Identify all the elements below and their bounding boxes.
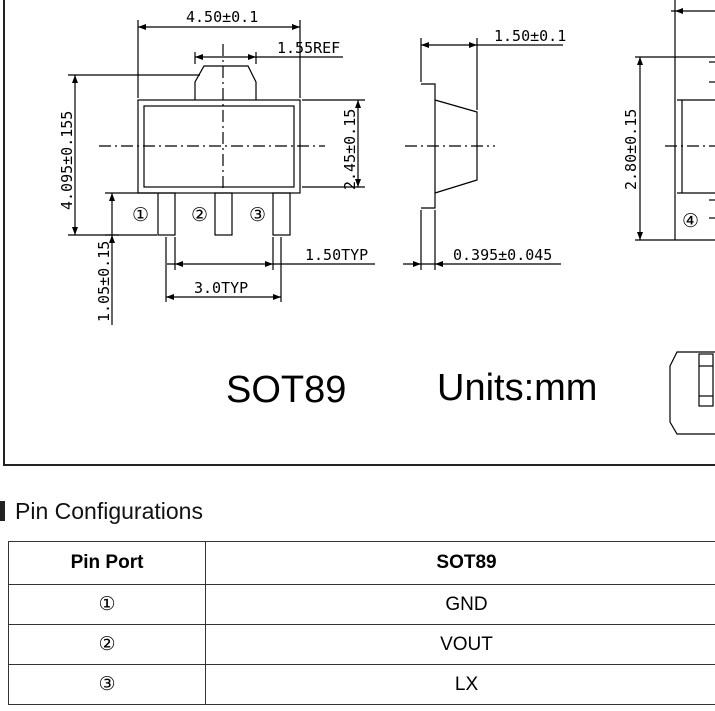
section-bar-marker	[0, 501, 5, 521]
lead-3	[272, 192, 291, 236]
units-label: Units:mm	[437, 367, 597, 409]
pin-configuration-table: Pin Port SOT89 ① GND ② VOUT ③ LX	[8, 541, 715, 705]
package-label: SOT89	[226, 369, 346, 411]
lead-2	[214, 192, 233, 236]
pin-marker-1: ①	[132, 204, 149, 226]
section-heading: Pin Configurations	[0, 496, 203, 526]
dim-lead-pitch: 1.50TYP	[305, 246, 368, 264]
signal-cell: LX	[205, 664, 715, 705]
dim-lead-thickness: 0.395±0.045	[453, 246, 552, 264]
dim-side-width: 1.50±0.1	[494, 27, 566, 45]
dim-right-height: 2.80±0.15	[622, 109, 640, 190]
lead-1	[157, 192, 176, 236]
table-row: ① GND	[8, 584, 715, 625]
header-sot89: SOT89	[205, 541, 715, 585]
table-row: ③ LX	[8, 664, 715, 705]
dim-body-height: 4.095±0.155	[58, 111, 76, 210]
signal-cell: VOUT	[205, 624, 715, 665]
pin-marker-2: ②	[191, 204, 208, 226]
dim-lead-span: 3.0TYP	[194, 279, 248, 297]
table-header-row: Pin Port SOT89	[8, 541, 715, 585]
pin-cell: ③	[8, 664, 206, 705]
section-title: Pin Configurations	[15, 497, 203, 524]
dim-tab-width: 1.55REF	[277, 39, 340, 57]
package-drawing: 4.50±0.1 1.55REF 4.095±0.155 2.45±0.15 1…	[58, 0, 715, 435]
dim-body-width: 4.50±0.1	[186, 8, 258, 26]
header-pin-port: Pin Port	[8, 541, 206, 585]
drawing-frame: 4.50±0.1 1.55REF 4.095±0.155 2.45±0.15 1…	[3, 0, 715, 466]
pin-marker-4: ④	[682, 210, 699, 232]
pin-cell: ②	[8, 624, 206, 665]
front-tab	[194, 65, 257, 100]
pin-cell: ①	[8, 584, 206, 625]
table-row: ② VOUT	[8, 624, 715, 665]
signal-cell: GND	[205, 584, 715, 625]
pin-marker-3: ③	[249, 204, 266, 226]
dim-lead-length: 1.05±0.15	[95, 241, 113, 322]
dim-inner-height: 2.45±0.15	[341, 109, 359, 190]
